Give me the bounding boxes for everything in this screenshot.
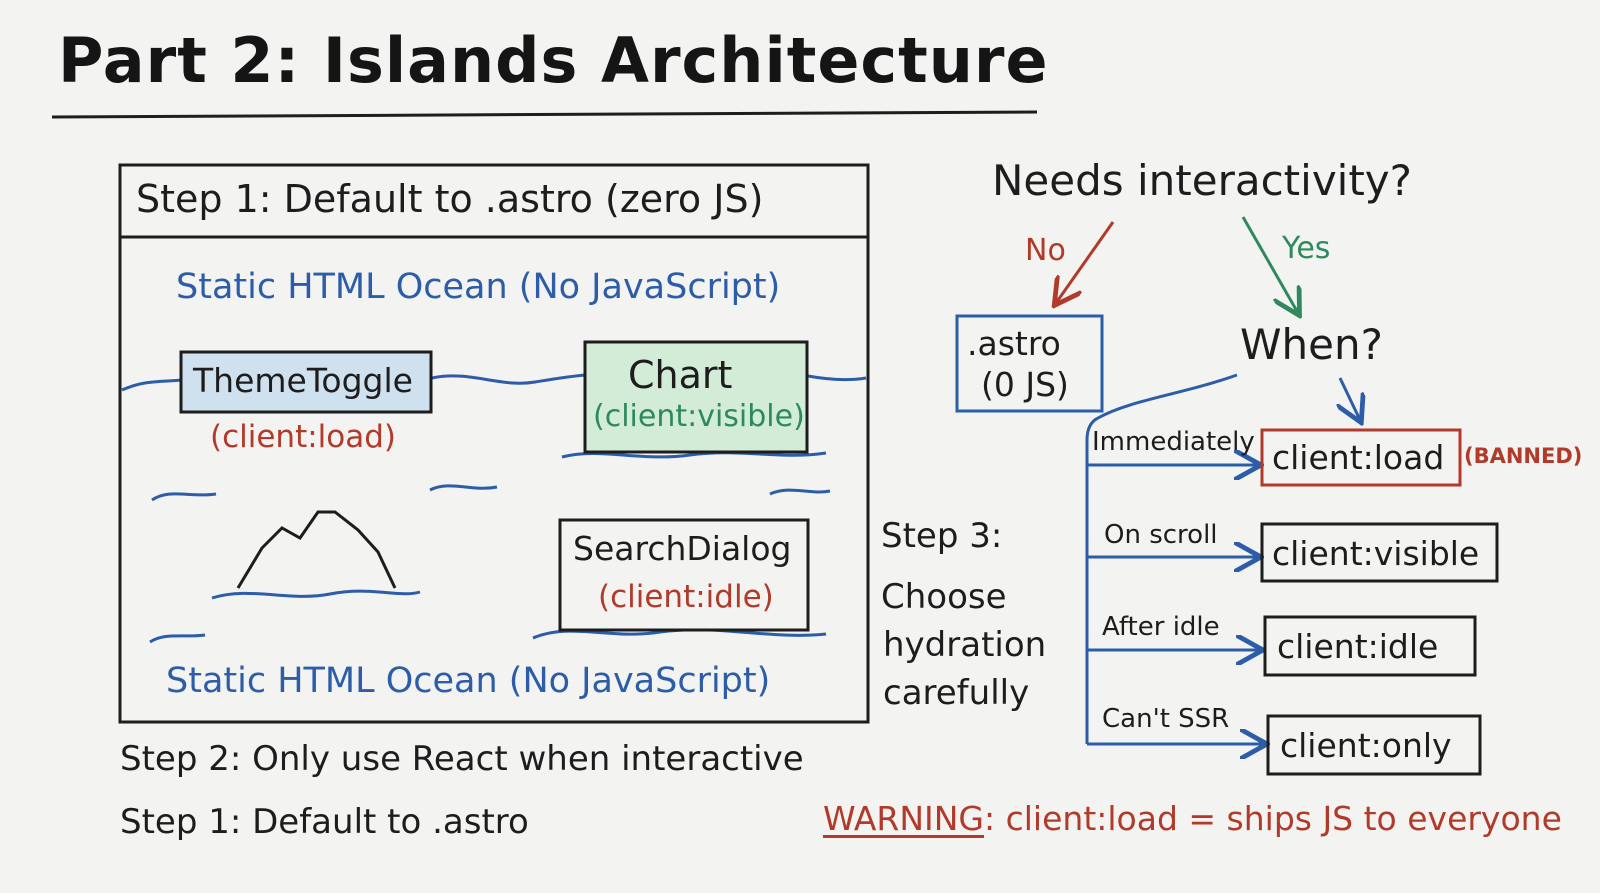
branch-label-on-scroll: On scroll <box>1104 520 1218 550</box>
astro-box-line1: .astro <box>967 324 1061 363</box>
island-box-chart <box>583 340 809 454</box>
island-box-themetoggle <box>179 350 433 414</box>
no-arrow <box>1056 221 1115 303</box>
island-directive-chart: (client:visible) <box>593 399 805 434</box>
branch-label-cant-ssr: Can't SSR <box>1102 704 1230 734</box>
wave-under-iceberg <box>211 589 421 600</box>
when-arrow <box>1340 377 1360 420</box>
wave-small-1 <box>151 492 217 502</box>
astro-box-line2: (0 JS) <box>981 365 1069 404</box>
directive-box-client-idle <box>1263 615 1477 677</box>
wave-line-left <box>121 378 183 392</box>
footer-step2: Step 2: Only use React when interactive <box>120 739 804 779</box>
yes-label: Yes <box>1282 231 1331 266</box>
step3-line1: Step 3: <box>881 516 1003 556</box>
island-name-themetoggle: ThemeToggle <box>193 361 413 400</box>
wave-line-middle <box>431 373 587 385</box>
warning-word: WARNING <box>823 799 985 838</box>
warning-line: WARNING: client:load = ships JS to every… <box>823 802 1562 835</box>
island-directive-searchdialog: (client:idle) <box>598 579 774 615</box>
branch-label-after-idle: After idle <box>1102 612 1220 642</box>
island-directive-themetoggle: (client:load) <box>210 419 397 455</box>
directive-client-idle: client:idle <box>1277 627 1439 666</box>
directive-box-client-only <box>1266 714 1482 776</box>
footer-step1: Step 1: Default to .astro <box>120 802 529 842</box>
step3-line3: hydration <box>883 625 1047 665</box>
directive-box-client-load <box>1260 428 1462 487</box>
wave-small-3 <box>769 488 831 496</box>
page-title: Part 2: Islands Architecture <box>58 24 1049 97</box>
decision-question: Needs interactivity? <box>992 156 1412 205</box>
yes-arrow <box>1241 216 1298 313</box>
step1-box-header: Step 1: Default to .astro (zero JS) <box>136 177 764 221</box>
branch-label-immediately: Immediately <box>1092 427 1255 457</box>
ocean-label-bottom: Static HTML Ocean (No JavaScript) <box>166 661 771 701</box>
directive-client-load: client:load <box>1272 438 1445 477</box>
directive-box-client-visible <box>1260 522 1499 583</box>
island-name-searchdialog: SearchDialog <box>573 529 792 568</box>
banned-note: (BANNED) <box>1464 444 1583 468</box>
step3-line2: Choose <box>881 577 1007 617</box>
tree-trunk <box>1085 373 1238 744</box>
directive-client-visible: client:visible <box>1272 534 1480 573</box>
wave-small-2 <box>429 484 498 492</box>
no-label: No <box>1025 233 1066 268</box>
when-label: When? <box>1240 320 1383 369</box>
astro-box-frame <box>955 314 1104 413</box>
warning-text: : client:load = ships JS to everyone <box>984 799 1562 838</box>
wave-small-4 <box>149 633 206 644</box>
island-name-chart: Chart <box>628 353 733 397</box>
ocean-label-top: Static HTML Ocean (No JavaScript) <box>176 267 781 307</box>
wave-under-chart <box>561 451 827 459</box>
wave-line-right <box>807 374 867 382</box>
island-box-searchdialog <box>558 518 810 632</box>
step3-line4: carefully <box>883 673 1030 713</box>
title-underline <box>51 110 1038 119</box>
step1-box-frame <box>118 163 870 724</box>
iceberg-outline <box>236 510 397 589</box>
directive-client-only: client:only <box>1280 726 1452 765</box>
